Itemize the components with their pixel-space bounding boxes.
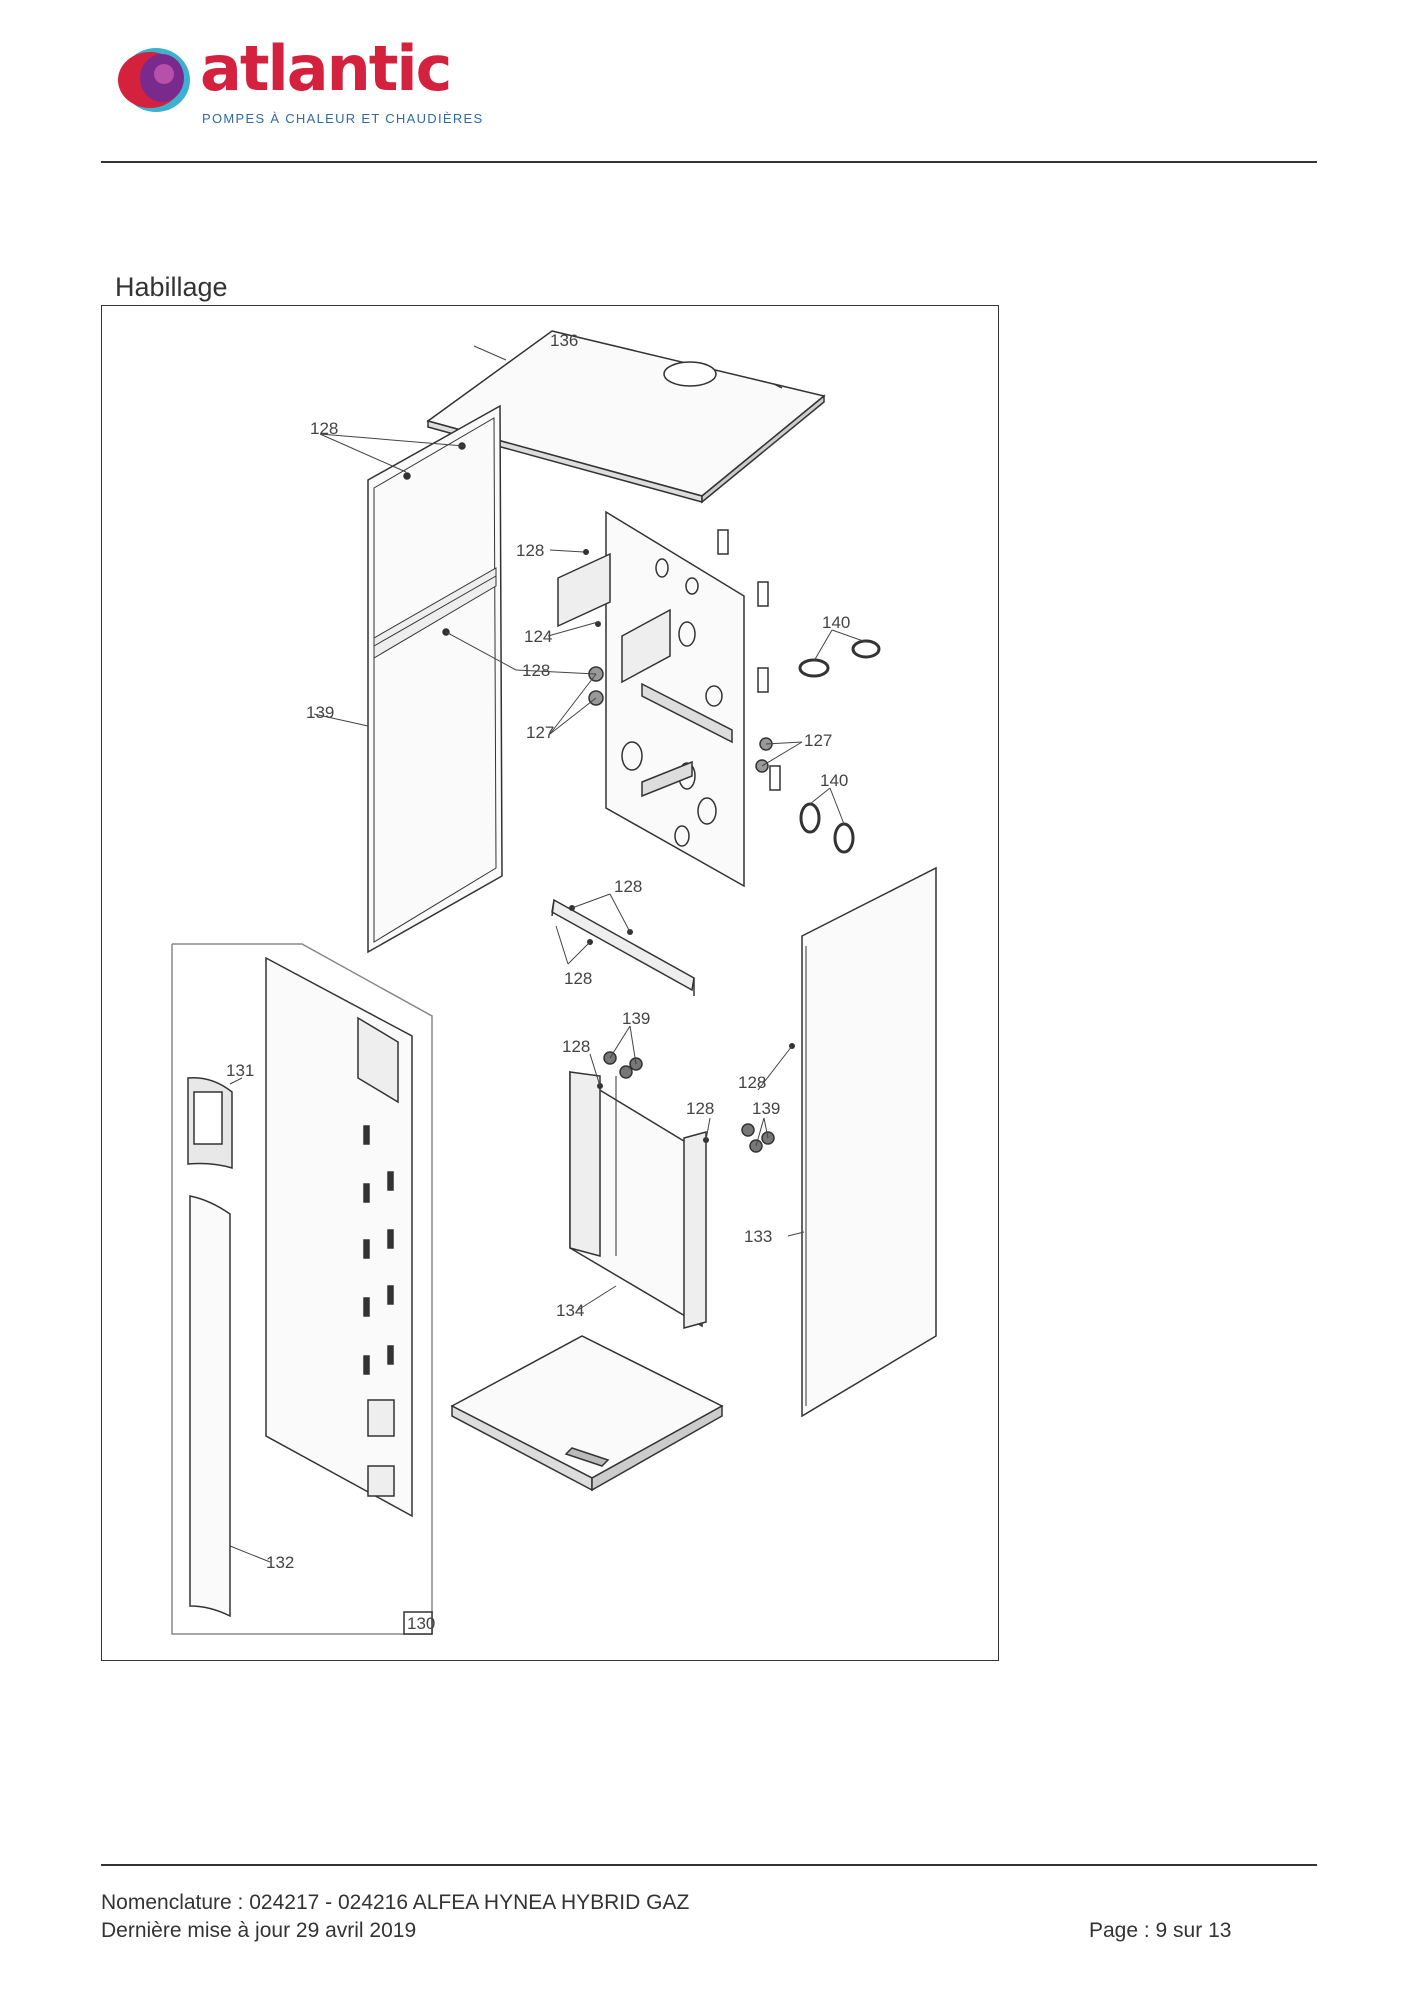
footer-page-number: Page : 9 sur 13 (1089, 1919, 1232, 1942)
label-133: 133 (744, 1227, 772, 1246)
right-side-panel (801, 866, 937, 1418)
exploded-view-frame: 136 128 128 124 128 139 127 127 140 140 … (101, 305, 999, 1661)
base-tray (450, 1335, 724, 1492)
exploded-view-drawing: 136 128 128 124 128 139 127 127 140 140 … (171, 330, 937, 1635)
back-panel (557, 510, 781, 888)
label-128-inner: 128 (562, 1037, 590, 1056)
label-139-right: 139 (752, 1099, 780, 1118)
part-labels: 136 128 128 124 128 139 127 127 140 140 … (226, 331, 850, 1572)
label-124: 124 (524, 627, 552, 646)
brand-name: atlantic (200, 32, 452, 105)
label-128-right: 128 (738, 1073, 766, 1092)
footer-last-update: Dernière mise à jour 29 avril 2019 (101, 1919, 417, 1942)
label-136: 136 (550, 331, 578, 350)
section-title: Habillage (115, 272, 228, 302)
label-128-rail-bottom: 128 (564, 969, 592, 988)
label-127-left: 127 (526, 723, 554, 742)
label-128-left-top: 128 (310, 419, 338, 438)
label-140-bottom: 140 (820, 771, 848, 790)
label-127-right: 127 (804, 731, 832, 750)
brand-logo: atlantic POMPES À CHALEUR ET CHAUDIÈRES (112, 36, 492, 136)
label-132: 132 (266, 1553, 294, 1572)
brand-tagline: POMPES À CHALEUR ET CHAUDIÈRES (202, 111, 484, 126)
label-128-rail-top: 128 (614, 877, 642, 896)
front-facade-group (171, 943, 433, 1635)
footer-nomenclature: Nomenclature : 024217 - 024216 ALFEA HYN… (101, 1891, 690, 1914)
label-140-top: 140 (822, 613, 850, 632)
leader-lines (229, 345, 867, 1563)
label-134: 134 (556, 1301, 584, 1320)
label-130-box: 130 (403, 1611, 435, 1635)
label-128-mid: 128 (522, 661, 550, 680)
label-139-left: 139 (306, 703, 334, 722)
inner-panel (569, 1070, 707, 1329)
top-cover-panel (426, 330, 826, 504)
label-131: 131 (226, 1061, 254, 1080)
left-side-panel (367, 404, 503, 954)
atlantic-logo-mark-icon (118, 48, 190, 112)
label-139-inner: 139 (622, 1009, 650, 1028)
label-128-inner-right: 128 (686, 1099, 714, 1118)
footer-divider (101, 1864, 1317, 1866)
center-rail (551, 898, 695, 996)
header-divider (101, 161, 1317, 163)
label-130: 130 (407, 1614, 435, 1633)
label-128-back-top: 128 (516, 541, 544, 560)
